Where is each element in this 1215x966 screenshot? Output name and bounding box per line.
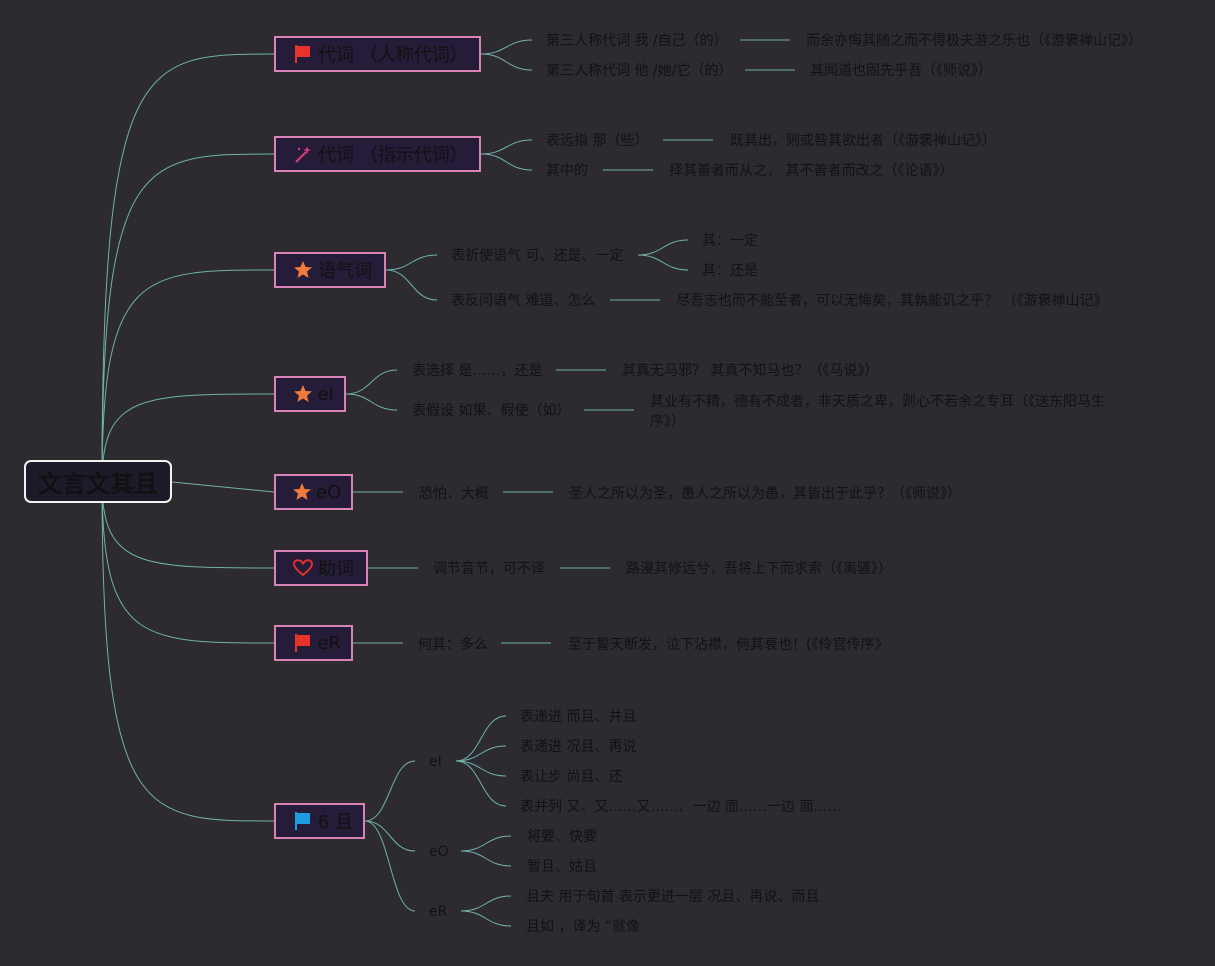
connector-line: [364, 820, 416, 852]
topic-personal-pronoun[interactable]: 代词 （人称代词）: [274, 36, 481, 72]
topic-er[interactable]: eR: [274, 625, 353, 661]
connector-line: [455, 715, 507, 762]
subtopic-label[interactable]: 第三人称代词 我 /自己（的）: [546, 33, 728, 49]
orange-star-icon: [292, 481, 312, 503]
subtopic-label[interactable]: 表远指 那（些）: [546, 133, 649, 149]
example-label[interactable]: 圣人之所以为圣，愚人之所以为愚，其皆出于此乎？（《师说》）: [569, 486, 961, 502]
connector-line: [480, 39, 533, 55]
example-label[interactable]: 路漫其修远兮，吾将上下而求索（《离骚》）: [626, 561, 892, 577]
subtopic-label[interactable]: 表祈使语气 可、还是、一定: [451, 248, 624, 264]
subtopic-label[interactable]: 其中的: [546, 163, 588, 179]
list-item[interactable]: 且夫 用于句首 表示更进一层 况且、再说、而且: [526, 889, 820, 905]
topic-label: eI: [317, 383, 334, 405]
group-label[interactable]: eI: [429, 754, 442, 770]
list-item[interactable]: 表递进 而且、并且: [520, 709, 637, 725]
red-heart-icon: [292, 557, 314, 579]
group-label[interactable]: eO: [429, 844, 449, 860]
subtopic-label[interactable]: 第三人称代词 他 /她/它（的）: [546, 63, 733, 79]
connector-line: [345, 369, 398, 395]
connector-line: [460, 895, 512, 912]
magic-wand-icon: [292, 143, 314, 165]
topic-modal-particle[interactable]: 语气词: [274, 252, 386, 288]
connector-line: [364, 820, 416, 912]
example-label[interactable]: 其业有不精，德有不成者，非天质之卑，则心不若余之专耳（《送东阳马生序》）: [650, 394, 1105, 430]
connector-line: [460, 910, 512, 927]
connector-line: [385, 269, 438, 301]
connector-line: [101, 481, 275, 644]
topic-label: 6 且: [317, 812, 353, 833]
connector-line: [101, 481, 275, 569]
subtopic-label[interactable]: 其：还是: [702, 263, 758, 279]
subtopic-label[interactable]: 恐怕、大概: [419, 486, 489, 502]
orange-star-icon: [292, 259, 314, 281]
connector-line: [455, 760, 507, 777]
list-item[interactable]: 表让步 尚且、还: [520, 769, 623, 785]
connector-line: [460, 835, 512, 852]
topic-ei[interactable]: eI: [274, 376, 346, 412]
topic-label: 代词 （人称代词）: [318, 45, 468, 66]
example-label[interactable]: 而余亦悔其随之而不得极夫游之乐也（《游褒禅山记》）: [806, 33, 1142, 49]
example-label[interactable]: 既其出，则或咎其欲出者（《游褒禅山记》）: [730, 133, 996, 149]
subtopic-label[interactable]: 表反问语气 难道、怎么: [451, 293, 596, 309]
topic-qie[interactable]: 6 且: [274, 803, 365, 839]
root-topic[interactable]: 文言文其且: [24, 460, 172, 503]
list-item[interactable]: 暂且、姑且: [527, 859, 597, 875]
connector-line: [345, 393, 398, 411]
topic-demonstrative-pronoun[interactable]: 代词 （指示代词）: [274, 136, 481, 172]
topic-eo[interactable]: eO: [274, 474, 353, 510]
subtopic-label[interactable]: 调节音节，可不译: [433, 561, 545, 577]
topic-label: eR: [317, 632, 341, 654]
list-item[interactable]: 表递进 况且、再说: [520, 739, 637, 755]
red-flag-icon: [292, 632, 313, 654]
topic-label: 代词 （指示代词）: [318, 145, 468, 166]
connector-line: [480, 53, 533, 71]
subtopic-label[interactable]: 表假设 如果、假使（如）: [412, 403, 571, 419]
list-item[interactable]: 表并列 又、又……又……、一边 面……一边 面……: [520, 799, 842, 815]
red-flag-icon: [292, 43, 314, 65]
connector-line: [480, 139, 533, 155]
topic-label: 助词: [318, 559, 354, 580]
connector-line: [101, 393, 275, 483]
connector-line: [460, 850, 512, 867]
example-label[interactable]: 至于誓天断发，泣下沾襟，何其衰也！(《伶官传序》: [568, 637, 889, 653]
topic-auxiliary[interactable]: 助词: [274, 550, 368, 586]
topic-label: eO: [316, 481, 342, 503]
connector-line: [480, 153, 533, 171]
list-item[interactable]: 将要、快要: [527, 829, 597, 845]
example-label[interactable]: 其真无马邪？ 其真不知马也？（《马说》）: [622, 363, 879, 379]
connector-line: [455, 745, 507, 762]
connector-line: [364, 760, 416, 822]
connector-line: [101, 53, 275, 483]
example-label[interactable]: 尽吾志也而不能至者，可以无悔矣，其孰能讥之乎？ （《游褒禅山记》: [676, 293, 1108, 309]
connector-line: [101, 269, 275, 483]
example-label[interactable]: 择其善者而从之， 其不善者而改之（《论语》）: [669, 163, 954, 179]
connector-line: [101, 481, 275, 822]
connector-line: [455, 760, 507, 807]
connector-line: [171, 481, 275, 493]
orange-star-icon: [292, 383, 314, 405]
connector-line: [101, 153, 275, 483]
blue-flag-icon: [292, 810, 314, 832]
topic-label: 语气词: [318, 261, 372, 282]
example-label[interactable]: 其闻道也固先乎吾（《师说》）: [810, 63, 992, 79]
connector-line: [637, 254, 689, 271]
subtopic-label[interactable]: 其：一定: [702, 233, 758, 249]
subtopic-label[interactable]: 表选择 是……，还是: [412, 363, 543, 379]
group-label[interactable]: eR: [429, 904, 448, 920]
subtopic-label[interactable]: 何其：多么: [418, 637, 488, 653]
list-item[interactable]: 且如 ，译为 “就像: [526, 919, 641, 935]
connector-line: [385, 254, 438, 271]
connector-line: [637, 239, 689, 256]
